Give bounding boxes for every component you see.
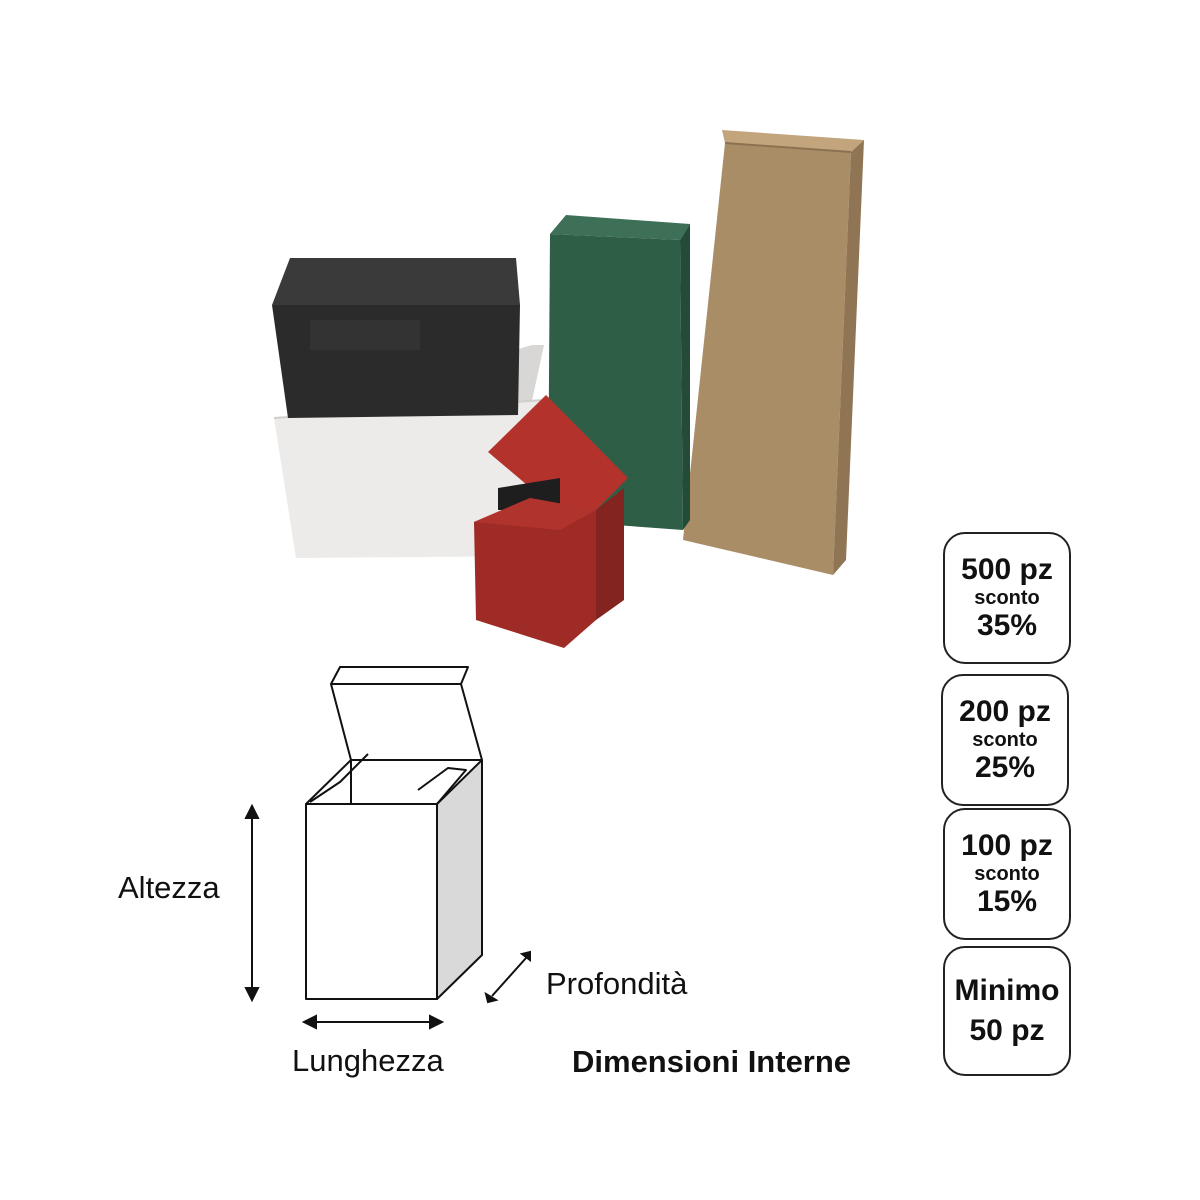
discount-badge-200: 200 pz sconto 25%: [941, 674, 1069, 806]
badge-quantity: 100 pz: [961, 829, 1053, 862]
red-box: [474, 395, 628, 648]
depth-arrow: [484, 950, 531, 1004]
badge-quantity: 500 pz: [961, 553, 1053, 586]
badge-quantity: 200 pz: [959, 695, 1051, 728]
length-arrow: [301, 1014, 445, 1030]
badge-discount-word: sconto: [972, 729, 1038, 751]
internal-dimensions-caption: Dimensioni Interne: [572, 1044, 852, 1079]
discount-badge-500: 500 pz sconto 35%: [943, 532, 1071, 664]
minimum-order-badge: Minimo 50 pz: [943, 946, 1071, 1076]
badge-discount-word: sconto: [974, 863, 1040, 885]
box-front-face: [305, 803, 438, 1000]
minimum-quantity: 50 pz: [969, 1014, 1045, 1047]
badge-discount-word: sconto: [974, 587, 1040, 609]
badge-percent: 35%: [976, 609, 1038, 642]
badge-percent: 15%: [976, 885, 1038, 918]
badge-percent: 25%: [974, 751, 1036, 784]
box-dimension-diagram: [244, 666, 531, 1030]
product-photo: [272, 130, 864, 648]
length-label: Lunghezza: [292, 1043, 444, 1078]
height-arrow: [244, 803, 260, 1003]
kraft-box: [683, 130, 864, 575]
height-label: Altezza: [118, 870, 220, 905]
minimum-label: Minimo: [954, 974, 1060, 1007]
discount-badge-100: 100 pz sconto 15%: [943, 808, 1071, 940]
black-box: [272, 258, 520, 418]
depth-label: Profondità: [546, 966, 688, 1001]
